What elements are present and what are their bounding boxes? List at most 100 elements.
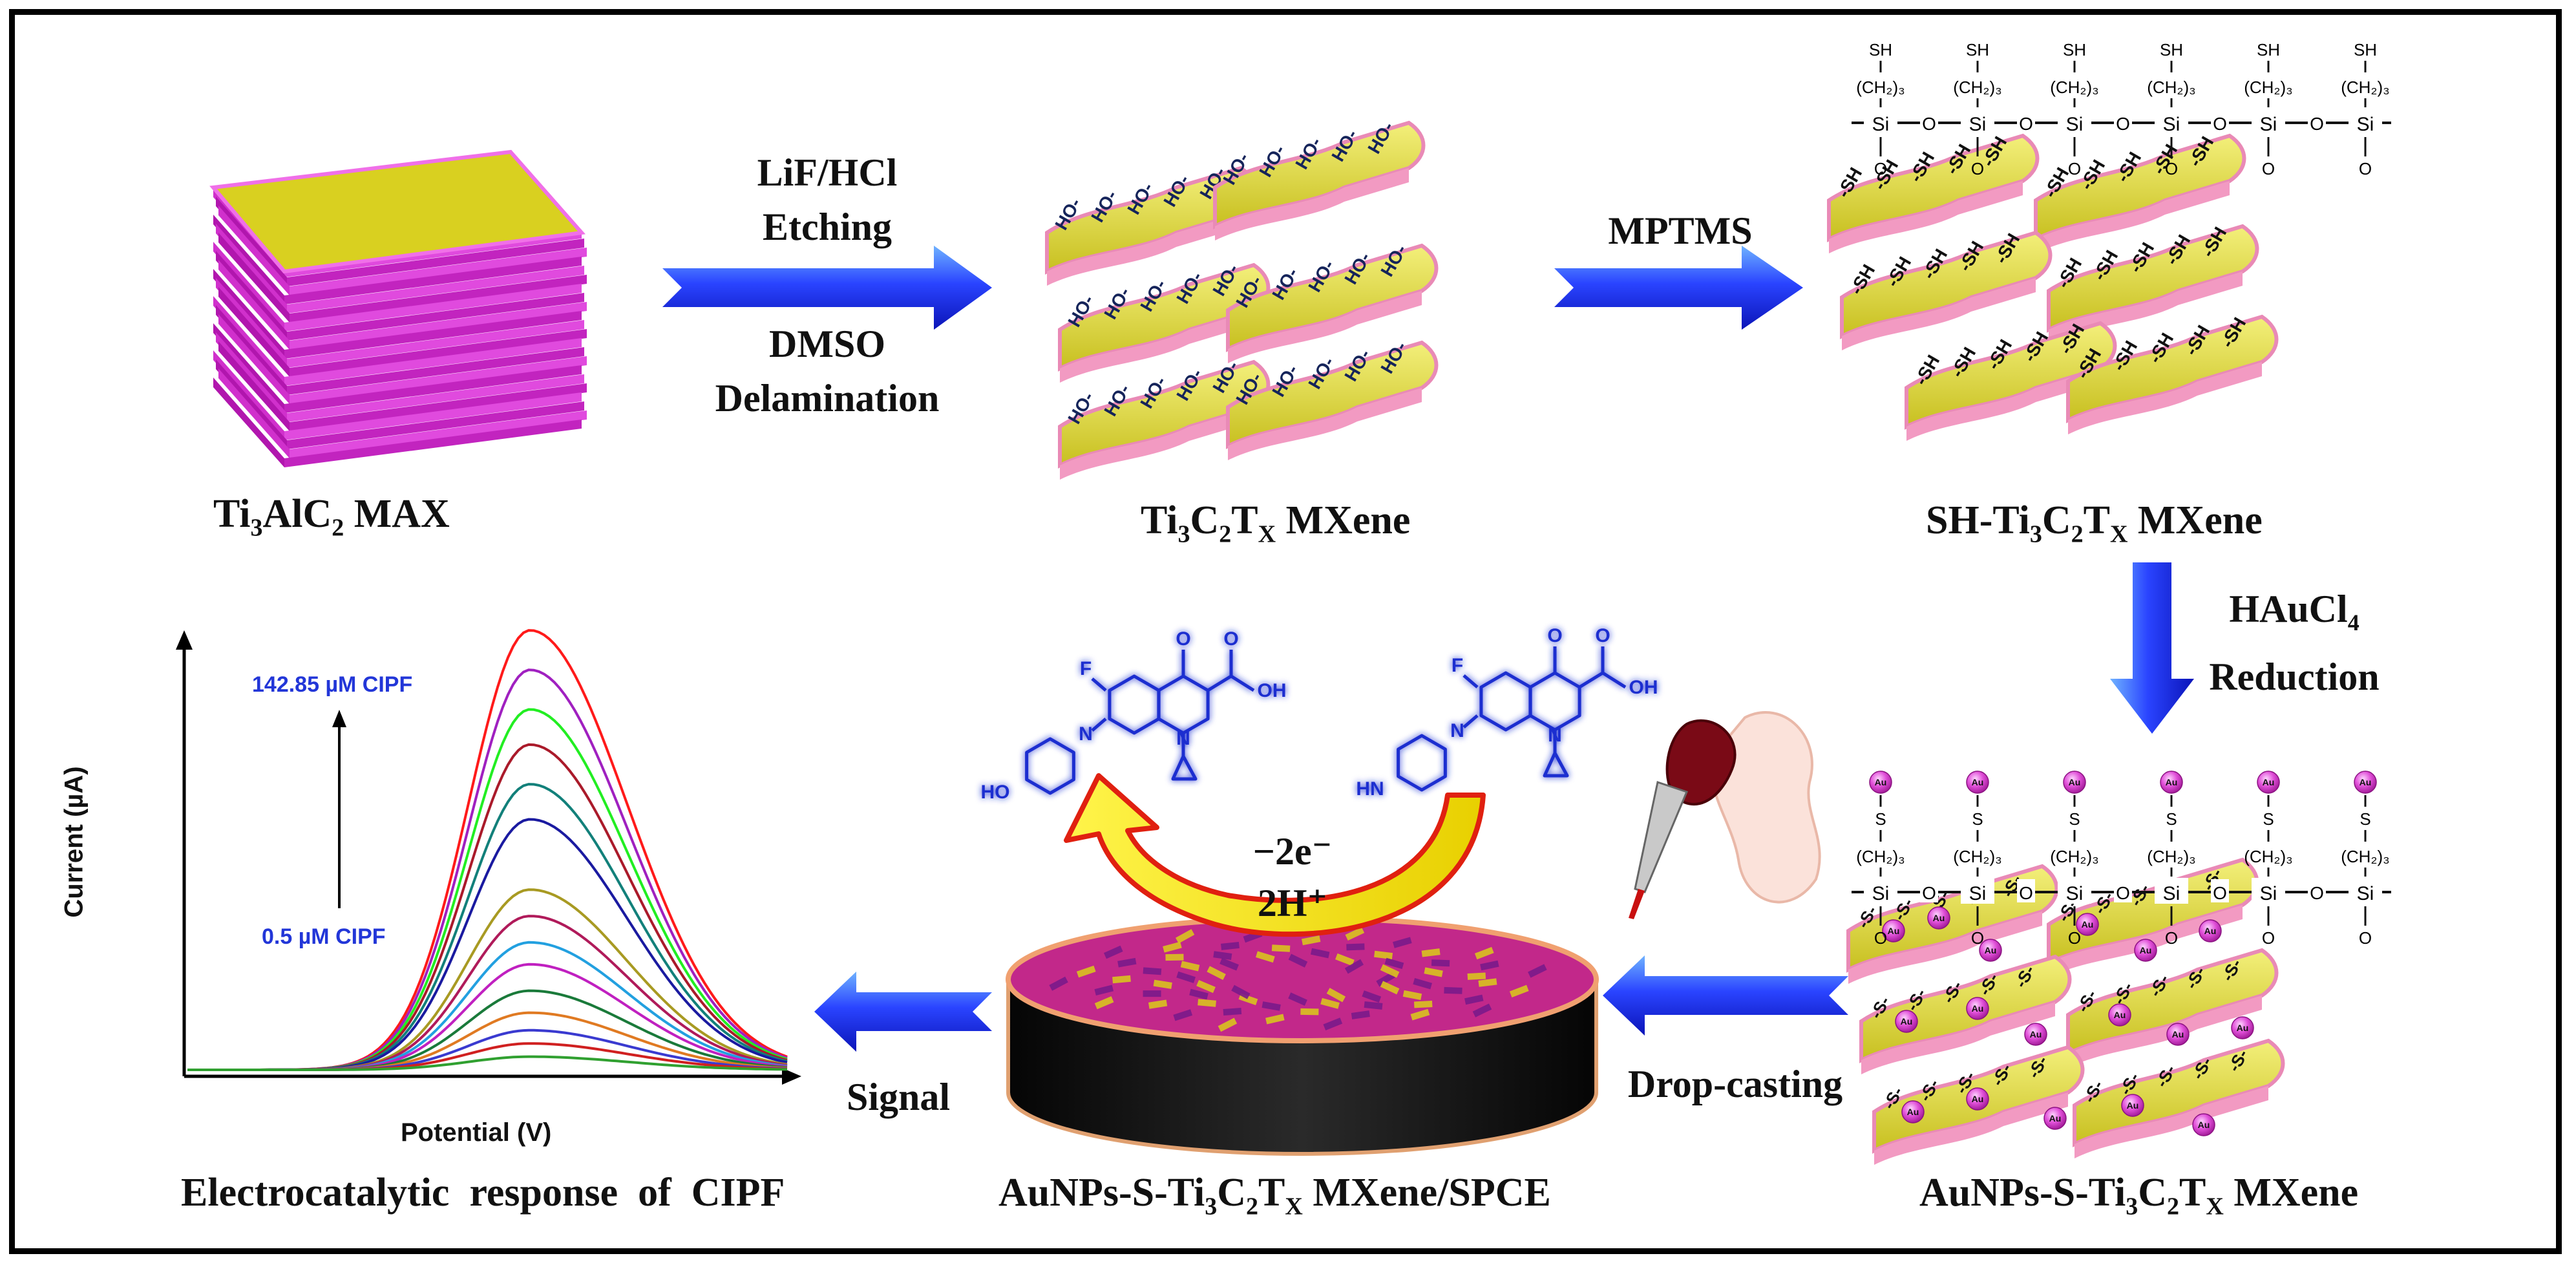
max-layer-front: [290, 248, 587, 295]
thiol-group: SH: [2354, 40, 2377, 59]
max-layer-front: [290, 329, 587, 377]
svg-text:F: F: [1080, 658, 1092, 679]
drop-casting-step-label: Drop-casting: [1627, 1063, 1843, 1105]
si-atom: Si: [2066, 883, 2084, 904]
svg-text:O: O: [1223, 628, 1238, 650]
gold-nanoparticle: [2121, 1094, 2144, 1117]
max-layer-front: [290, 275, 587, 323]
gold-nanoparticle: [2063, 771, 2086, 794]
gold-nanoparticle: [2257, 771, 2280, 794]
chart-y-label: Current (µA): [59, 766, 89, 918]
alkyl-chain: (CH₂)₃: [2147, 847, 2196, 866]
gold-nanoparticle: [1927, 906, 1950, 930]
max-layer-front: [290, 410, 587, 458]
o-atom: O: [2213, 883, 2227, 903]
max-layer-front: [284, 420, 582, 467]
o-atom: O: [2165, 928, 2178, 948]
max-layer-front: [284, 257, 582, 304]
o-atom: O: [2165, 159, 2178, 178]
mxene-label: Ti3C2TX MXene: [1141, 498, 1411, 548]
max-layer-side: [213, 378, 284, 467]
thiol-group: S: [1972, 809, 1983, 829]
redox-arrow: [1064, 773, 1486, 937]
reduction-step-label: HAuCl4 Reduction: [2209, 588, 2380, 698]
max-label: Ti3AlC2 MAX: [213, 492, 450, 542]
dpv-curve: [187, 668, 788, 1071]
thiol-group: SH: [2257, 40, 2280, 59]
dpv-curve: [187, 1055, 788, 1071]
o-atom: O: [2310, 114, 2324, 134]
o-atom: O: [2019, 883, 2033, 903]
si-atom: Si: [2260, 114, 2277, 135]
svg-text:N: N: [1450, 720, 1464, 741]
si-atom: Si: [2163, 114, 2180, 135]
arrow-drop-casting: [1603, 955, 1848, 1036]
gold-nanoparticle: [2024, 1023, 2047, 1046]
mptms-step-label: MPTMS: [1608, 209, 1753, 252]
svg-text:O: O: [1176, 628, 1190, 650]
arrow-etching: [662, 246, 992, 330]
max-layer-front: [287, 266, 584, 314]
max-layer-front: [284, 311, 582, 359]
alkyl-chain: (CH₂)₃: [2050, 78, 2099, 97]
gold-nanoparticle: [1895, 1010, 1918, 1033]
gold-nanoparticle: [2199, 919, 2222, 942]
o-atom: O: [2068, 159, 2081, 178]
o-atom: O: [2068, 928, 2081, 948]
si-atom: Si: [2357, 883, 2374, 904]
max-layer-side: [218, 341, 290, 431]
flake: -S--S--S--S--S-: [2075, 1041, 2283, 1158]
spce-electrode: [1006, 915, 1599, 1156]
dpv-chart: [176, 629, 801, 1085]
max-layer-front: [284, 365, 582, 413]
alkyl-chain: (CH₂)₃: [2244, 78, 2293, 97]
alkyl-chain: (CH₂)₃: [1953, 78, 2002, 97]
alkyl-chain: (CH₂)₃: [2341, 847, 2390, 866]
gold-nanoparticle: [1966, 771, 1989, 794]
si-atom: Si: [1969, 883, 1987, 904]
o-atom: O: [2116, 883, 2130, 903]
thiol-group: S: [2166, 809, 2177, 829]
max-layer-front: [287, 347, 584, 395]
chart-bottom-annotation: 0.5 µM CIPF: [262, 924, 386, 949]
o-atom: O: [1874, 159, 1887, 178]
svg-text:HO: HO: [981, 782, 1010, 803]
o-atom: O: [1922, 114, 1936, 134]
arrow-mptms: [1554, 246, 1803, 330]
gold-nanoparticle: [1869, 771, 1892, 794]
o-atom: O: [1922, 883, 1936, 903]
o-atom: O: [1971, 928, 1984, 948]
o-atom: O: [2359, 159, 2372, 178]
o-atom: O: [1971, 159, 1984, 178]
o-atom: O: [2310, 883, 2324, 903]
alkyl-chain: (CH₂)₃: [2050, 847, 2099, 866]
alkyl-chain: (CH₂)₃: [2147, 78, 2196, 97]
o-atom: O: [2019, 114, 2033, 134]
o-atom: O: [2213, 114, 2227, 134]
gold-nanoparticle: [1966, 1087, 1989, 1111]
o-atom: O: [2359, 928, 2372, 948]
max-layer-front: [290, 356, 587, 404]
alkyl-chain: (CH₂)₃: [2341, 78, 2390, 97]
arrow-signal: [814, 972, 992, 1052]
svg-text:OH: OH: [1629, 677, 1658, 698]
max-layer-side: [218, 233, 290, 323]
dpv-curve: [187, 743, 788, 1071]
gold-nanoparticle: [2043, 1107, 2067, 1130]
sh-mxene-flakes: -SH-SH-SH-SH-SH-SH-SH-SH-SH-SH-SH-SH-SH-…: [1829, 133, 2277, 441]
gold-nanoparticle: [2160, 771, 2183, 794]
si-atom: Si: [2260, 883, 2277, 904]
max-layer-front: [287, 320, 584, 368]
au-mxene-flakes: -S--S--S--S--S--S--S--S--S--S--S--S--S--…: [1848, 860, 2283, 1165]
thiol-group: S: [2263, 809, 2274, 829]
si-atom: Si: [1872, 114, 1890, 135]
svg-text:O: O: [1595, 625, 1610, 646]
max-layer-front: [287, 293, 584, 341]
svg-text:N: N: [1176, 728, 1190, 749]
gold-nanoparticle: [2354, 771, 2377, 794]
